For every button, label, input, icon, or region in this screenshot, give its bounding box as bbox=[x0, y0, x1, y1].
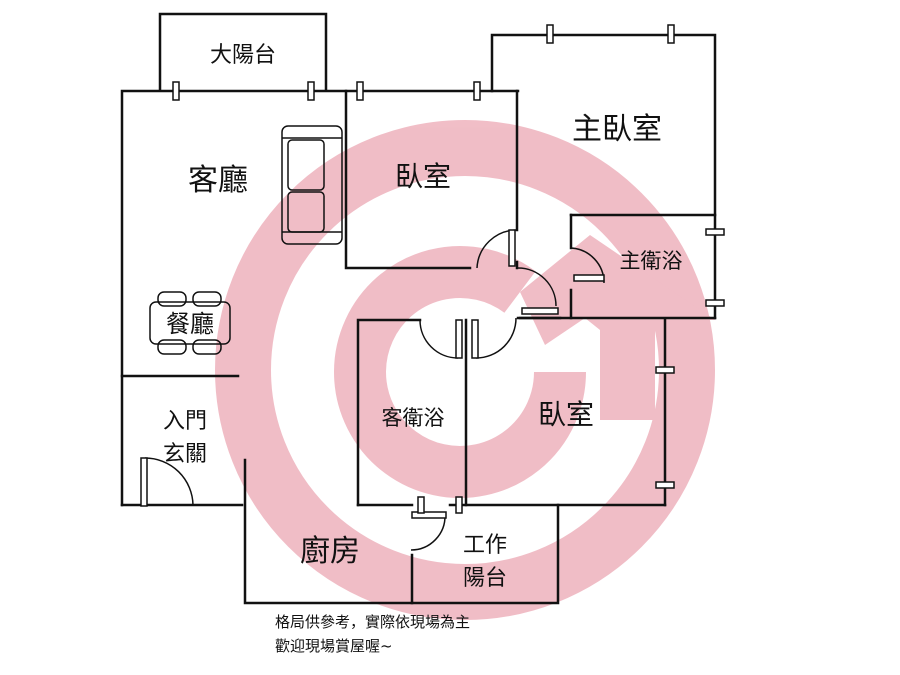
window-markers bbox=[172, 24, 725, 489]
dining-table-icon bbox=[149, 291, 231, 355]
doors bbox=[140, 229, 605, 551]
label-utility-line1: 工作 bbox=[463, 533, 507, 558]
label-kitchen: 廚房 bbox=[300, 534, 360, 569]
label-bedroom-top: 臥室 bbox=[395, 160, 451, 193]
logo-circle-house-icon bbox=[215, 120, 715, 620]
sofa-icon bbox=[281, 125, 343, 245]
label-utility-line2: 陽台 bbox=[463, 566, 507, 591]
label-guest-bath: 客衛浴 bbox=[382, 406, 445, 430]
note-line1: 格局供參考，實際依現場為主 bbox=[275, 613, 470, 631]
label-entry-line1: 入門 bbox=[163, 409, 207, 434]
label-bedroom-bottom: 臥室 bbox=[538, 398, 594, 431]
walls bbox=[120, 12, 717, 605]
label-master-bedroom: 主臥室 bbox=[572, 112, 662, 147]
label-master-bath: 主衛浴 bbox=[620, 249, 683, 273]
label-entry-line2: 玄關 bbox=[163, 442, 207, 467]
note-line2: 歡迎現場賞屋喔~ bbox=[275, 637, 393, 655]
label-balcony: 大陽台 bbox=[210, 43, 276, 68]
label-dining: 餐廳 bbox=[166, 310, 214, 338]
label-living-room: 客廳 bbox=[188, 163, 248, 198]
